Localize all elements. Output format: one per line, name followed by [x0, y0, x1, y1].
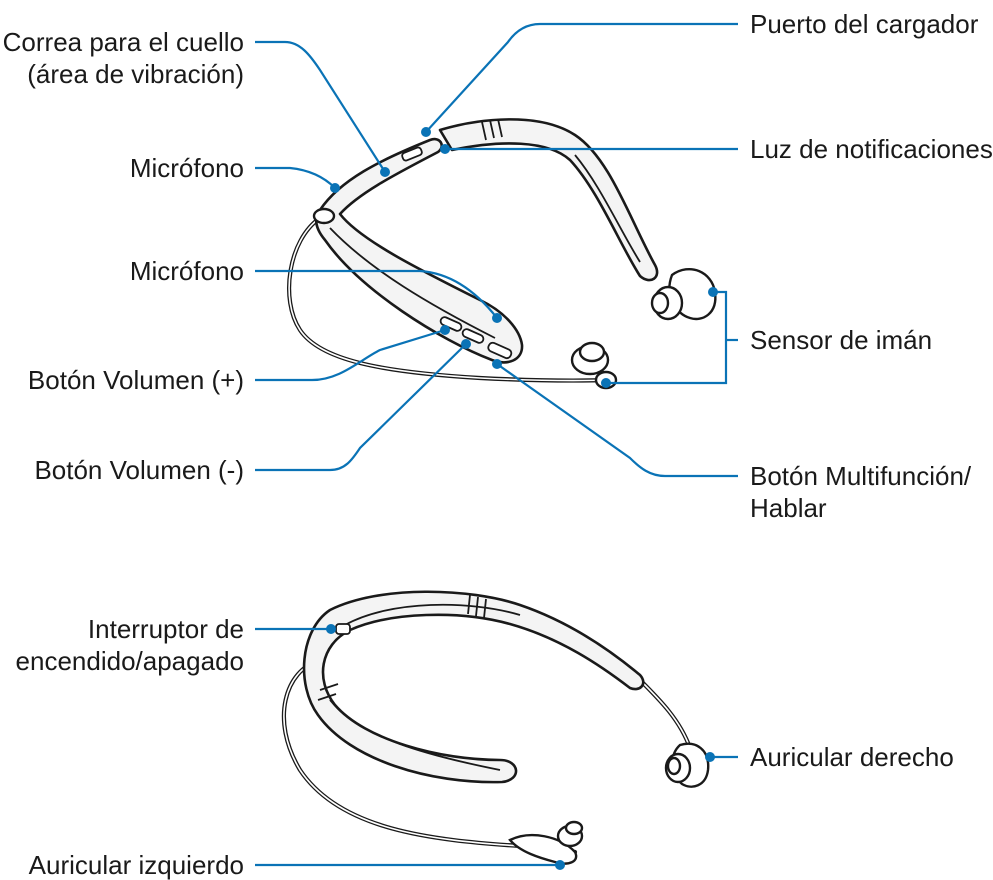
- label-multifunction-2: Hablar: [750, 493, 827, 523]
- labels: Correa para el cuello (área de vibración…: [3, 9, 993, 880]
- label-multifunction-1: Botón Multifunción/: [750, 461, 972, 491]
- label-notification-light: Luz de notificaciones: [750, 134, 993, 164]
- headset-top-view: [287, 118, 718, 390]
- right-earbud-top: [650, 267, 718, 321]
- right-earbud-bottom: [664, 742, 710, 788]
- headset-bottom-view: [281, 590, 710, 865]
- label-vol-up: Botón Volumen (+): [28, 365, 244, 395]
- label-charger-port: Puerto del cargador: [750, 9, 979, 39]
- leader-lines-bottom: [255, 624, 738, 870]
- label-vol-down: Botón Volumen (-): [34, 455, 244, 485]
- label-mic-mid: Micrófono: [130, 256, 244, 286]
- label-left-earbud: Auricular izquierdo: [29, 850, 244, 880]
- left-earbud-bottom: [508, 820, 584, 865]
- label-power-switch-2: encendido/apagado: [16, 646, 244, 676]
- label-neck-strap-2: (área de vibración): [27, 59, 244, 89]
- label-neck-strap-1: Correa para el cuello: [3, 27, 244, 57]
- label-mic-top: Micrófono: [130, 153, 244, 183]
- label-right-earbud: Auricular derecho: [750, 742, 954, 772]
- label-power-switch-1: Interruptor de: [88, 614, 244, 644]
- leader-lines-top: [255, 22, 738, 478]
- label-magnet-sensor: Sensor de imán: [750, 325, 932, 355]
